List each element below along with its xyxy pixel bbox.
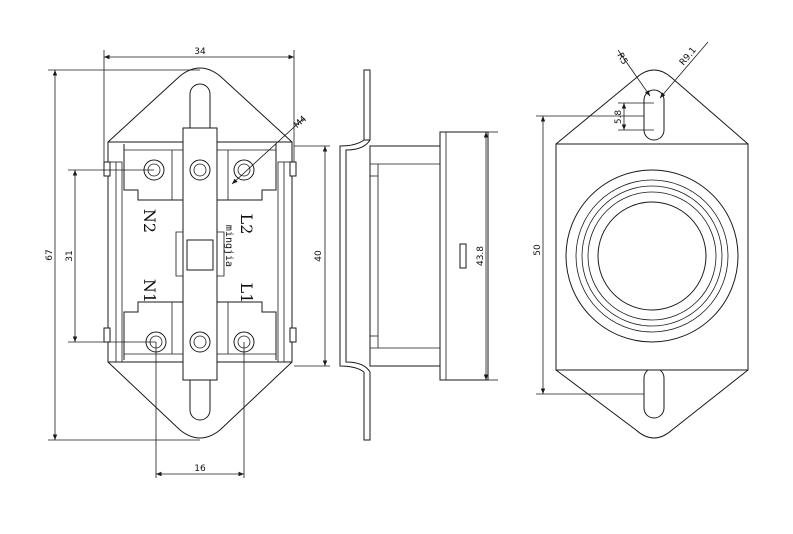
front-top-flange bbox=[107, 67, 293, 143]
dim-height-67: 67 bbox=[45, 249, 55, 260]
dim-slot-5-8: 5.8 bbox=[614, 110, 624, 125]
terminal-label-n1: N1 bbox=[140, 279, 159, 303]
front-view: N2 L2 mingjia N1 L1 bbox=[103, 67, 297, 439]
dim-height-50: 50 bbox=[533, 244, 543, 256]
dim-pitch-16: 16 bbox=[194, 464, 206, 474]
screw-l2 bbox=[233, 159, 255, 181]
screw-top-center bbox=[189, 159, 211, 181]
brand-label: mingjia bbox=[223, 225, 234, 267]
front-right-rail bbox=[277, 161, 293, 363]
front-center-window bbox=[186, 239, 214, 271]
terminal-label-l2: L2 bbox=[237, 214, 256, 235]
front-dimensions: 34 67 31 40 16 M4 bbox=[45, 47, 330, 478]
rear-ring-outer bbox=[565, 169, 739, 343]
side-view: 43.8 bbox=[339, 69, 498, 441]
terminal-label-n2: N2 bbox=[140, 209, 159, 233]
rear-ring-inner bbox=[597, 201, 707, 311]
rear-view: 50 5.8 R5 R9.1 bbox=[533, 41, 749, 439]
rear-top-slot bbox=[643, 89, 665, 141]
screw-bottom-center bbox=[189, 331, 211, 353]
rear-body bbox=[555, 143, 749, 371]
dim-height-40: 40 bbox=[314, 250, 324, 262]
dim-height-43-8: 43.8 bbox=[476, 246, 486, 266]
side-body bbox=[369, 145, 441, 367]
dim-width-34: 34 bbox=[194, 47, 206, 57]
terminal-label-l1: L1 bbox=[237, 283, 256, 304]
dim-thread-m4: M4 bbox=[292, 114, 309, 131]
front-left-rail bbox=[107, 161, 123, 363]
dim-pitch-31: 31 bbox=[65, 250, 75, 261]
front-bottom-flange bbox=[107, 361, 293, 439]
rear-bottom-slot bbox=[643, 367, 665, 419]
dim-radius-r5: R5 bbox=[614, 51, 629, 66]
side-mounting-plate bbox=[363, 69, 371, 141]
rear-top-flange bbox=[555, 69, 749, 145]
rear-bottom-flange bbox=[555, 369, 749, 439]
